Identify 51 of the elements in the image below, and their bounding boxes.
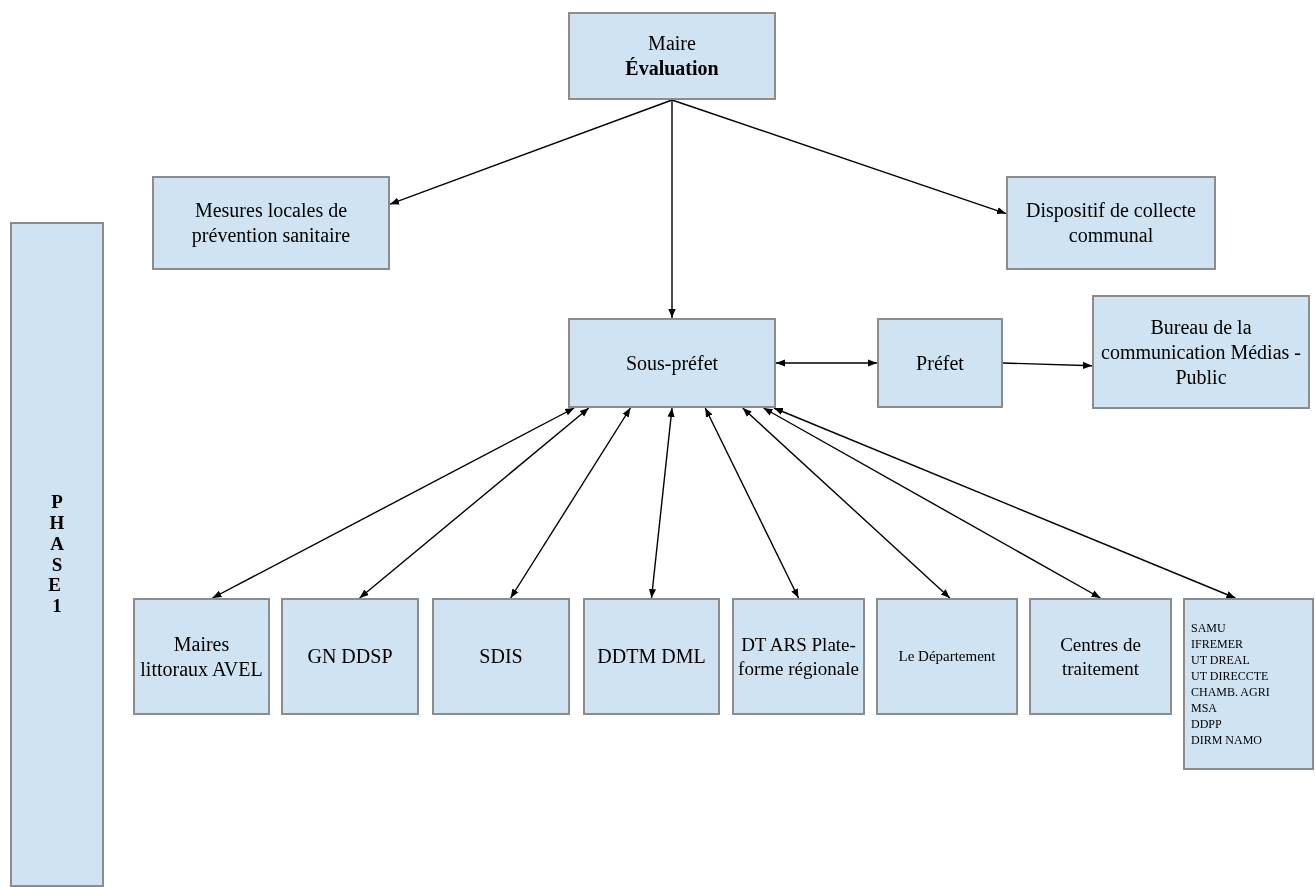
process-box [568, 318, 776, 408]
process-box [281, 598, 419, 715]
arrow [668, 99, 676, 319]
arrow [211, 407, 575, 599]
box-label: GN DDSP [307, 644, 393, 669]
arrow [762, 407, 1102, 599]
arrow [509, 407, 632, 599]
box-label: DDTM DML [597, 644, 706, 669]
agency-name: DDPP [1191, 716, 1223, 732]
phase-label: PHASE 1 [47, 491, 66, 618]
arrow [358, 407, 590, 599]
process-box [1092, 295, 1310, 409]
box-label: Bureau de la communication Médias - Public [1100, 314, 1302, 390]
box-label: Le Département [898, 647, 996, 666]
process-box [1029, 598, 1172, 715]
box-label: DT ARS Plate-forme régionale [738, 632, 859, 681]
arrow [389, 99, 673, 205]
agency-name: MSA [1191, 700, 1218, 716]
agency-name: DIRM NAMO [1191, 732, 1263, 748]
agency-name: UT DIRECCTE [1191, 668, 1270, 684]
agency-name: IFREMER [1191, 636, 1244, 652]
box-label: Sous-préfet [625, 350, 719, 376]
agency-name: CHAMB. AGRI [1191, 684, 1271, 700]
box-label: Préfet [916, 350, 964, 376]
box-label: Maires littoraux AVEL [139, 631, 264, 682]
arrow [704, 407, 800, 599]
arrow [742, 407, 951, 599]
box-label: Dispositif de collecte communal [1025, 198, 1197, 248]
process-box [1006, 176, 1216, 270]
box-label: SDIS [479, 644, 523, 669]
arrow [671, 99, 1007, 215]
process-box [877, 318, 1003, 408]
agency-list-box [1183, 598, 1314, 770]
box-label: Évaluation [625, 56, 719, 81]
process-box [732, 598, 865, 715]
phase-bar [10, 222, 104, 887]
process-box [432, 598, 570, 715]
arrow [775, 359, 878, 367]
process-box [876, 598, 1018, 715]
arrow [773, 407, 1237, 599]
agency-name: SAMU [1191, 620, 1227, 636]
box-label: Maire [648, 31, 696, 56]
box-label: Mesures locales de prévention sanitaire [190, 198, 352, 248]
process-box [152, 176, 390, 270]
arrow [1002, 361, 1093, 369]
arrow [648, 407, 675, 599]
box-label: Centres de traitement [1059, 632, 1142, 681]
process-box [133, 598, 270, 715]
process-box [583, 598, 720, 715]
process-box [568, 12, 776, 100]
agency-name: UT DREAL [1191, 652, 1251, 668]
